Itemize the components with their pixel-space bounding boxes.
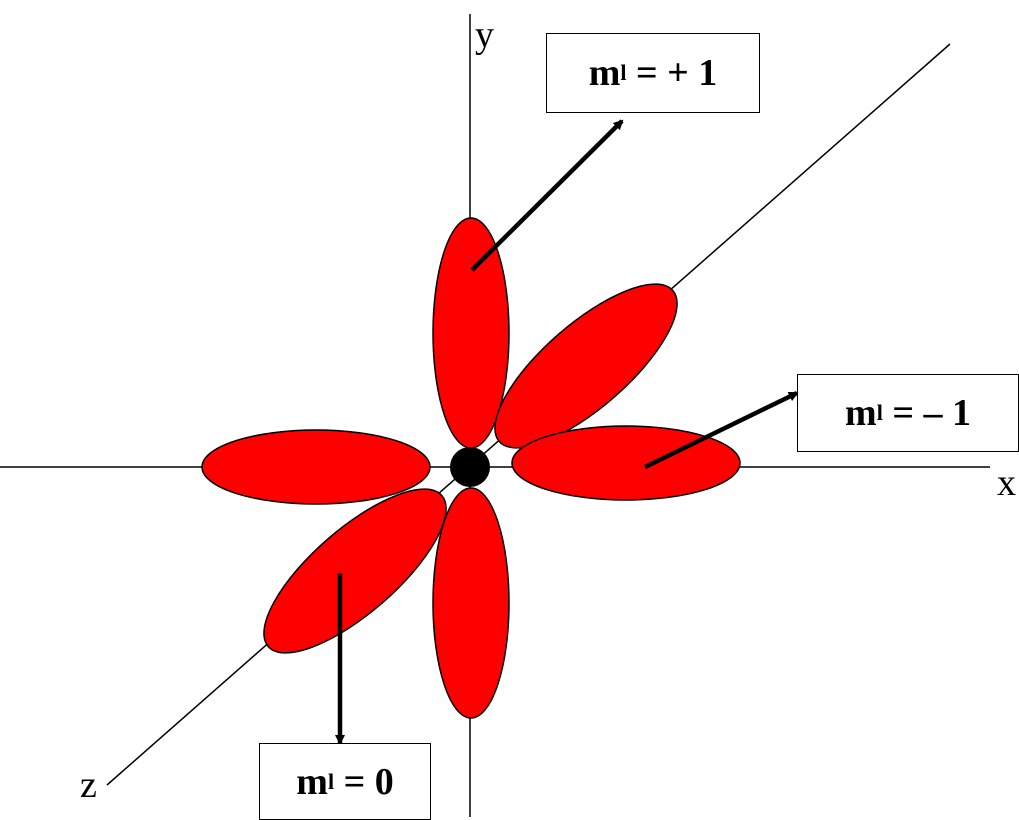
ml-subscript: l (327, 768, 335, 794)
z-axis-label: z (80, 764, 97, 806)
z-lobe-front (263, 488, 447, 654)
ml-value-zero: = 0 (343, 760, 394, 803)
ml-subscript: l (876, 400, 883, 425)
z-lobe-back (494, 283, 678, 449)
x-lobe-right (511, 425, 741, 501)
ml-value-minus-one: = – 1 (892, 392, 971, 434)
y-lobe-bottom (432, 487, 510, 719)
x-lobe-left (201, 429, 431, 505)
ml-value-plus-one: = + 1 (635, 52, 718, 94)
y-axis-label: y (475, 14, 494, 56)
ml-symbol: m (845, 392, 877, 434)
x-axis-label: x (997, 462, 1016, 504)
nucleus (450, 447, 490, 487)
ml-subscript: l (620, 60, 627, 85)
arrow-plus-one (470, 119, 624, 272)
ml-symbol: m (296, 760, 328, 803)
ml-symbol: m (588, 52, 621, 94)
arrow-minus-one (644, 390, 799, 470)
